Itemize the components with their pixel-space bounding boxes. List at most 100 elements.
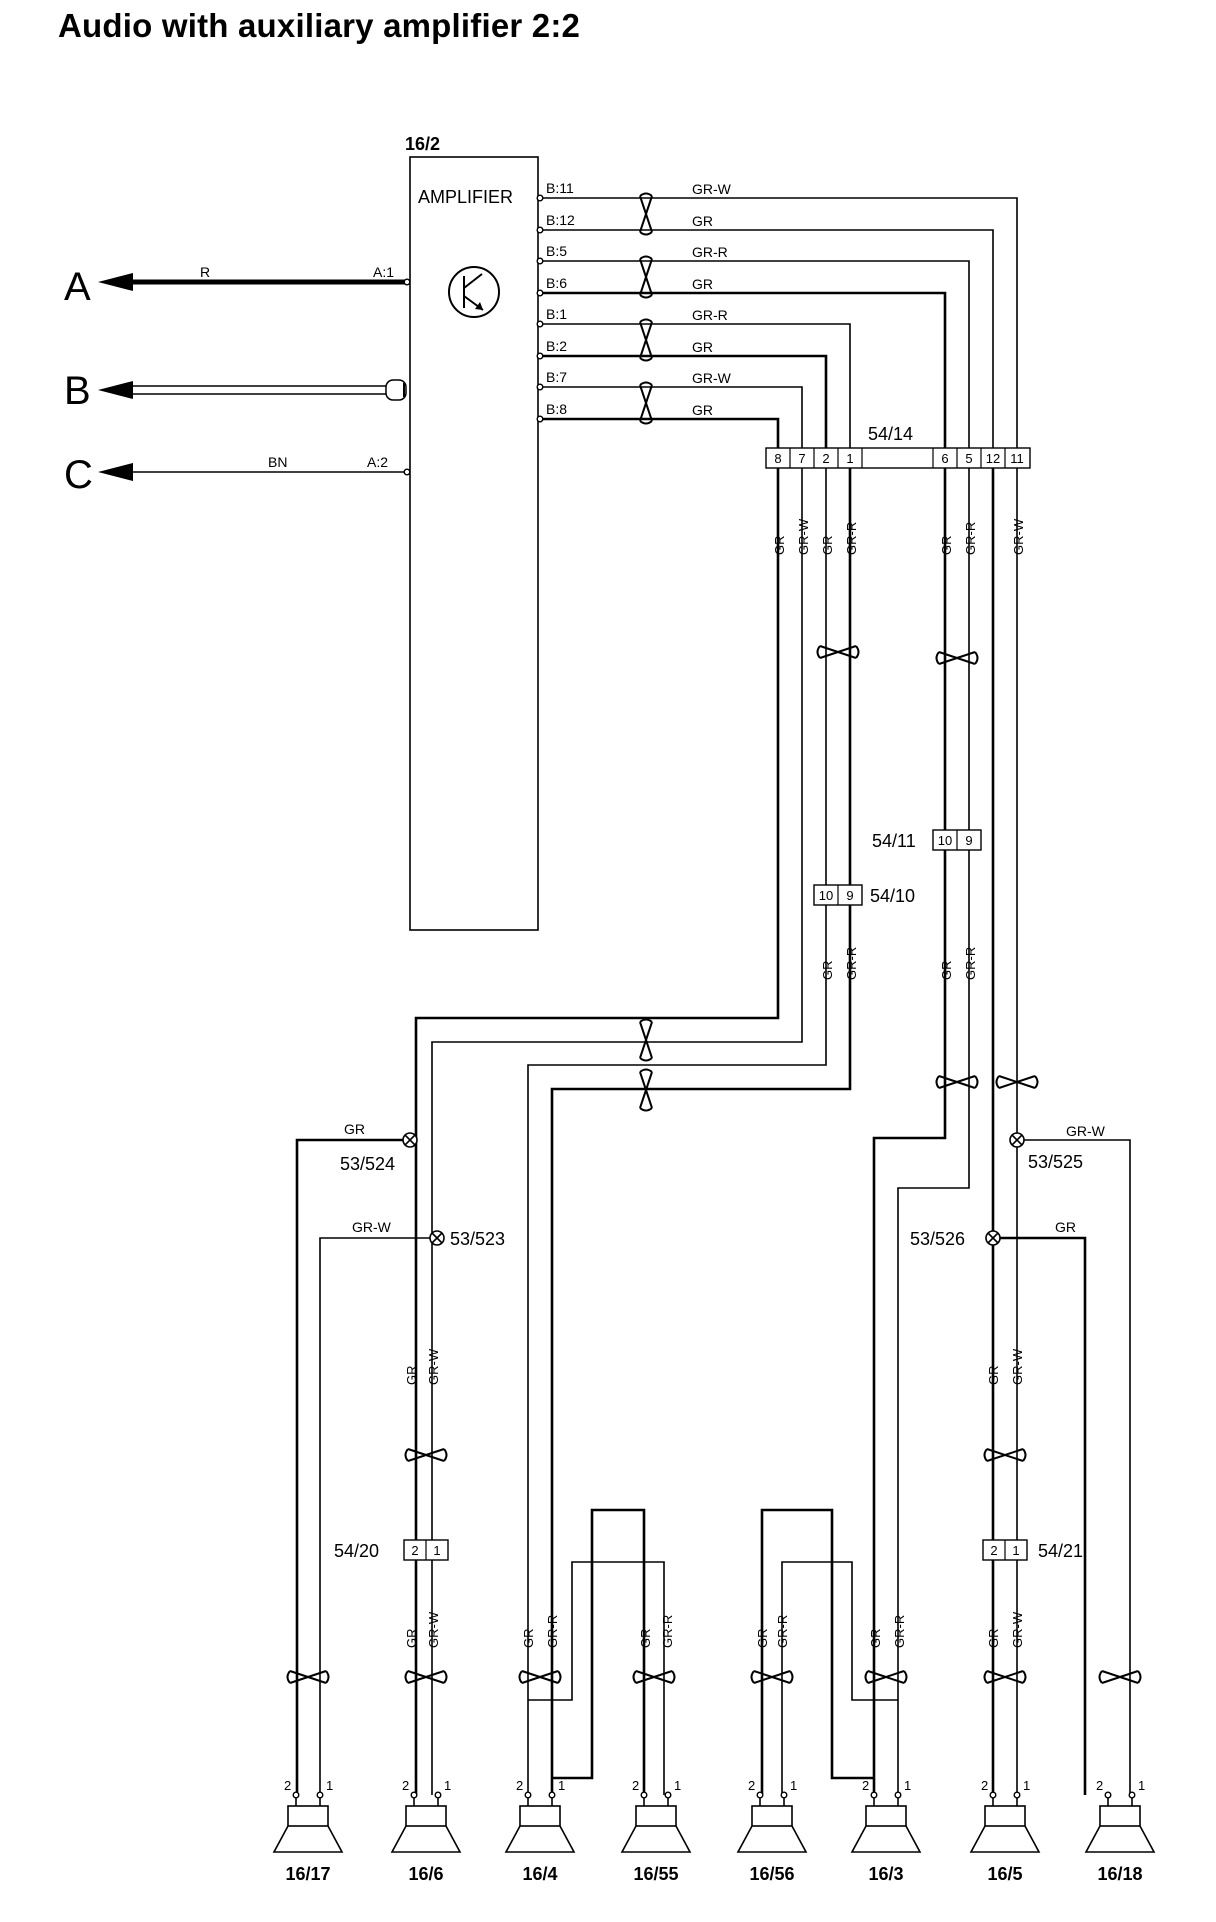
twist-symbol xyxy=(639,318,653,362)
wire-label: GR xyxy=(868,1629,883,1649)
splice-53-524 xyxy=(402,1132,418,1148)
pin-number: 5 xyxy=(965,451,972,466)
wire-color: BN xyxy=(268,454,287,470)
wire-label: GR-W xyxy=(1010,1348,1025,1385)
amplifier-id: 16/2 xyxy=(405,134,440,154)
wire-label: GR xyxy=(692,339,713,355)
wire-label: GR xyxy=(939,961,954,981)
splice-id: 53/524 xyxy=(340,1154,395,1174)
wire-label: GR-R xyxy=(692,307,728,323)
twist-symbol xyxy=(935,651,979,665)
pin-number: 2 xyxy=(1096,1778,1103,1793)
pin-number: 7 xyxy=(798,451,805,466)
link-letter: A xyxy=(64,265,91,309)
twist-symbol xyxy=(639,192,653,236)
wire-label: GR-W xyxy=(1066,1123,1106,1139)
wire-label: GR-R xyxy=(844,947,859,980)
pin-number: 2 xyxy=(632,1778,639,1793)
wire-label: GR-R xyxy=(660,1615,675,1648)
splice-53-526 xyxy=(985,1230,1001,1246)
pin-label: B:7 xyxy=(546,369,567,385)
pin-number: 1 xyxy=(433,1543,440,1558)
pin-number: 10 xyxy=(938,833,952,848)
connector-id: 54/14 xyxy=(868,424,913,444)
wire-label: GR-R xyxy=(775,1615,790,1648)
speaker-icon xyxy=(504,1791,576,1853)
splice-id: 53/526 xyxy=(910,1229,965,1249)
pin-label: B:6 xyxy=(546,275,567,291)
pin-label: B:8 xyxy=(546,401,567,417)
pin-number: 10 xyxy=(819,888,833,903)
external-link-a: A R xyxy=(64,264,405,309)
pin-number: 12 xyxy=(986,451,1000,466)
wire-label: GR xyxy=(820,536,835,556)
speaker: 2 1 16/3 xyxy=(850,1778,922,1884)
pin-number: 1 xyxy=(904,1778,911,1793)
pin-number: 1 xyxy=(1138,1778,1145,1793)
pin-number: 1 xyxy=(558,1778,565,1793)
wire-label: GR-W xyxy=(1010,1611,1025,1648)
connector-id: 54/21 xyxy=(1038,1541,1083,1561)
pin-number: 1 xyxy=(790,1778,797,1793)
speaker: 2 1 16/18 xyxy=(1084,1778,1156,1884)
splice-id: 53/523 xyxy=(450,1229,505,1249)
twist-symbol xyxy=(639,255,653,299)
splice-53-525 xyxy=(1009,1132,1025,1148)
speaker-id: 16/3 xyxy=(868,1864,903,1884)
connector-id: 54/11 xyxy=(872,831,916,851)
twist-symbol xyxy=(864,1670,908,1684)
twist-symbol xyxy=(1098,1670,1142,1684)
wire-label: GR xyxy=(404,1366,419,1386)
page-title: Audio with auxiliary amplifier 2:2 xyxy=(58,7,581,44)
wire-label: GR-R xyxy=(892,1615,907,1648)
splice-id: 53/525 xyxy=(1028,1152,1083,1172)
wire-label: GR-W xyxy=(426,1348,441,1385)
speaker-id: 16/18 xyxy=(1097,1864,1142,1884)
wire-label: GR-W xyxy=(426,1611,441,1648)
wire-label: GR xyxy=(692,213,713,229)
speaker-id: 16/55 xyxy=(633,1864,678,1884)
connector-54-20: 2 1 54/20 xyxy=(334,1539,449,1561)
harness-wires xyxy=(295,468,1131,1795)
twist-symbol xyxy=(404,1448,448,1462)
wire-label: GR xyxy=(404,1629,419,1649)
wire-label: GR-W xyxy=(796,518,811,555)
transistor-icon xyxy=(448,266,500,318)
twist-symbol xyxy=(750,1670,794,1684)
external-link-c: C BN xyxy=(64,453,405,497)
pin-number: 2 xyxy=(862,1778,869,1793)
twist-symbol xyxy=(404,1670,448,1684)
twist-symbol xyxy=(632,1670,676,1684)
twist-symbol xyxy=(983,1670,1027,1684)
pin-label: A:1 xyxy=(373,264,394,280)
wire-label: GR xyxy=(521,1629,536,1649)
connector-54-10: 10 9 54/10 xyxy=(813,884,915,906)
shield-terminal xyxy=(385,379,407,401)
speaker-icon xyxy=(850,1791,922,1853)
speaker-icon xyxy=(620,1791,692,1853)
pin-number: 1 xyxy=(846,451,853,466)
twist-symbol xyxy=(518,1670,562,1684)
pin-number: 2 xyxy=(411,1543,418,1558)
wire-label: GR xyxy=(986,1366,1001,1386)
twist-symbol xyxy=(286,1670,330,1684)
speaker-icon xyxy=(969,1791,1041,1853)
wire-label: GR xyxy=(344,1121,365,1137)
connector-54-14: 54/14 8 7 2 1 6 5 12 11 xyxy=(765,424,1031,469)
speaker-id: 16/6 xyxy=(408,1864,443,1884)
link-letter: C xyxy=(64,453,93,497)
amplifier-unit: 16/2 AMPLIFIER B:11 B:12 B:5 B:6 B:1 B:2… xyxy=(367,134,575,931)
twist-symbol xyxy=(816,645,860,659)
pin-number: 1 xyxy=(674,1778,681,1793)
wire-label: GR xyxy=(986,1629,1001,1649)
pin-number: 2 xyxy=(822,451,829,466)
pin-number: 6 xyxy=(941,451,948,466)
amplifier-box xyxy=(409,156,539,931)
wire-label: GR-W xyxy=(1011,518,1026,555)
